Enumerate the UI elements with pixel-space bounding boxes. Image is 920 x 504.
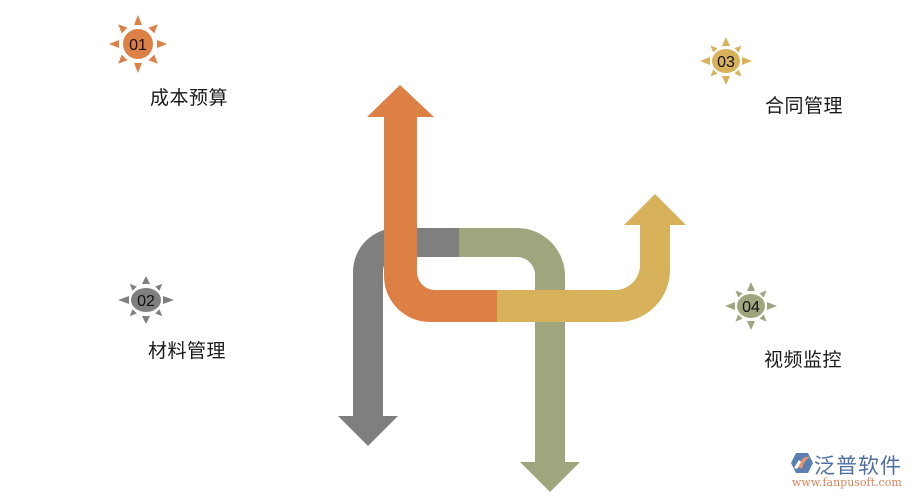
svg-text:03: 03 xyxy=(717,54,735,71)
watermark-brand: 泛普软件 xyxy=(814,454,902,478)
brand-logo-icon xyxy=(791,453,813,473)
arrow-03-yellow xyxy=(497,194,686,322)
label-04: 视频监控 xyxy=(764,349,843,371)
sun-badge-01: 01 xyxy=(109,15,167,73)
watermark-url: www.fanpusoft.com xyxy=(792,476,902,489)
label-02: 材料管理 xyxy=(148,340,227,362)
label-03: 合同管理 xyxy=(765,95,844,117)
svg-text:04: 04 xyxy=(742,299,760,316)
arrow-02-gray xyxy=(338,228,459,446)
sun-badge-02: 02 xyxy=(118,276,174,324)
arrow-04-green xyxy=(459,228,580,492)
sun-badge-04: 04 xyxy=(725,282,777,330)
svg-text:01: 01 xyxy=(129,37,147,54)
sun-badge-03: 03 xyxy=(700,37,752,85)
svg-text:02: 02 xyxy=(137,293,155,310)
watermark-logo: 泛普软件 www.fanpusoft.com xyxy=(790,450,915,495)
arrow-01-orange xyxy=(367,85,497,322)
label-01: 成本预算 xyxy=(150,87,229,109)
